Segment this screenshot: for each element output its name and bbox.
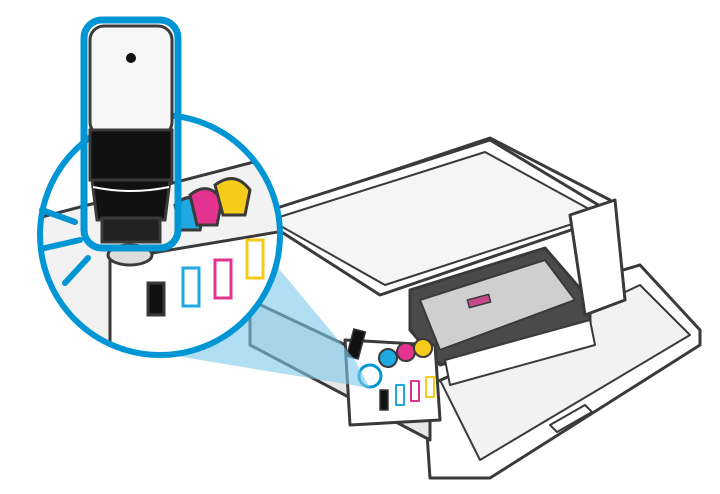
printer-icon	[243, 136, 702, 480]
ink-bottle-icon	[80, 16, 182, 252]
click-lines-icon	[39, 207, 91, 286]
